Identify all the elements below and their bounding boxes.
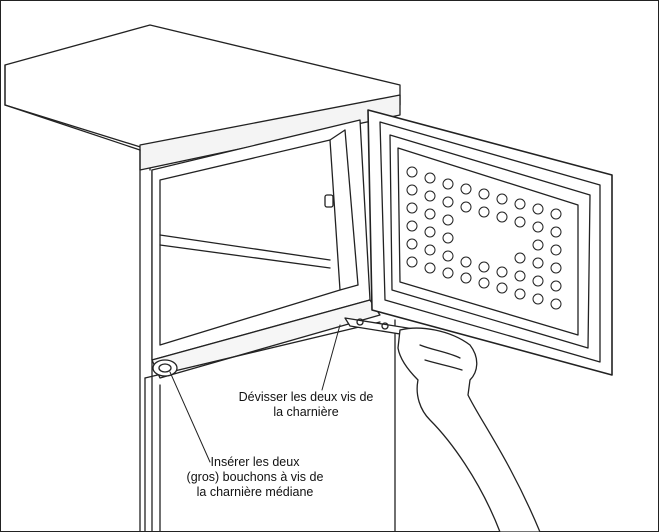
unscrew-line-1: Dévisser les deux vis de <box>238 390 374 404</box>
insert-line-2: (gros) bouchons à vis de <box>186 470 324 484</box>
cabinet-top <box>4 24 401 171</box>
hand-icon <box>397 327 541 532</box>
middle-hinge-area <box>144 299 381 532</box>
hinge-plug-icon <box>152 359 178 377</box>
freezer-opening <box>151 119 371 361</box>
unscrew-hinge-annotation: Dévisser les deux vis de la charnière <box>206 390 406 420</box>
leader-lines <box>169 324 341 463</box>
insert-line-3: la charnière médiane <box>196 485 314 499</box>
unscrew-line-2: la charnière <box>273 405 339 419</box>
insert-plugs-annotation: Insérer les deux (gros) bouchons à vis d… <box>160 455 350 500</box>
latch-icon <box>324 194 334 208</box>
fridge-lower <box>159 319 396 532</box>
insert-line-1: Insérer les deux <box>210 455 300 469</box>
door-dots <box>406 166 562 310</box>
cabinet-side <box>4 104 153 532</box>
